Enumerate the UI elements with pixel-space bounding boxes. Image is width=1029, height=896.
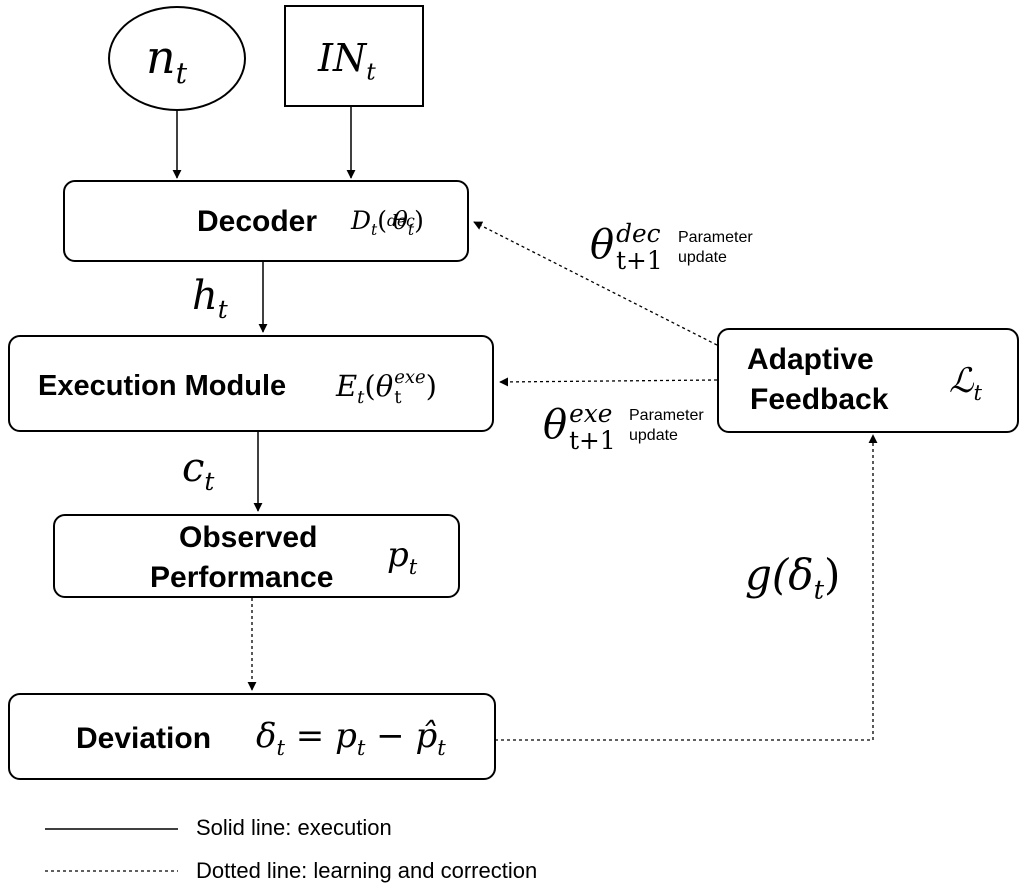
observed-label-line2: Performance [150, 561, 334, 594]
execution-module-label: Execution Module [38, 370, 287, 402]
legend-dotted-text: Dotted line: learning and correction [196, 858, 538, 883]
deviation-node: Deviation δt = pt − p̂t [8, 693, 496, 780]
feedback-loss-symbol: ℒt [949, 361, 982, 405]
nt-input-node: nt [108, 6, 246, 111]
int-symbol: INt [318, 36, 376, 86]
arrow-feedback-to-execution [499, 377, 718, 387]
theta-exe-update-note: Parameter update [629, 407, 704, 444]
deviation-label: Deviation [76, 722, 212, 755]
nt-symbol: nt [146, 30, 188, 91]
observed-formula: pt [387, 535, 418, 579]
theta-dec-update-note: Parameter update [678, 229, 753, 266]
decoder-label: Decoder [197, 205, 318, 238]
int-input-node: INt [284, 5, 424, 107]
observed-label-line1: Observed [179, 521, 318, 554]
arrow-deviation-to-feedback [495, 434, 878, 741]
ct-edge-label: ct [182, 445, 215, 496]
feedback-label-line2: Feedback [750, 383, 889, 416]
deviation-formula: δt = pt − p̂t [256, 716, 446, 760]
legend-solid-text: Solid line: execution [196, 815, 392, 840]
g-delta-edge-label: g(δt) [745, 550, 841, 606]
feedback-label-line1: Adaptive [747, 343, 874, 376]
ht-edge-label: ht [192, 273, 228, 324]
adaptive-feedback-node: Adaptive Feedback ℒt [717, 328, 1019, 433]
observed-performance-node: Observed Performance pt [53, 514, 460, 598]
